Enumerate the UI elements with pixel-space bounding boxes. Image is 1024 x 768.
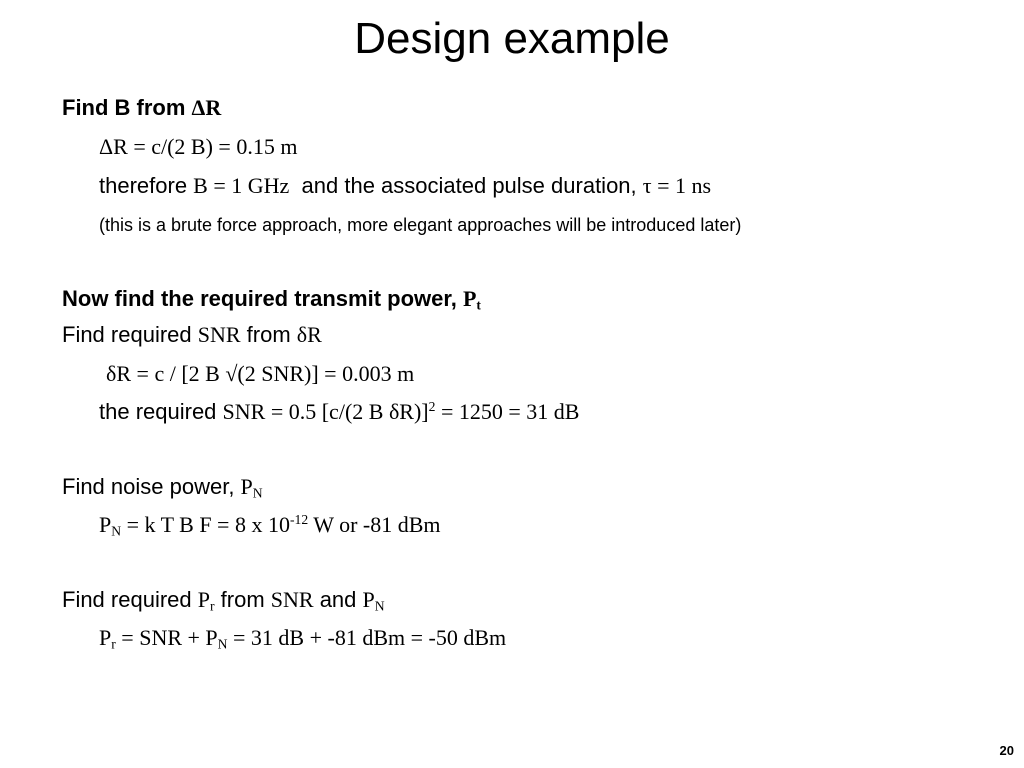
squared-superscript: 2 [428, 398, 436, 414]
from-text: from [240, 322, 297, 347]
the-required-text: the required [99, 399, 223, 424]
transmit-power-subscript: t [476, 297, 481, 313]
pulse-duration-text: and the associated pulse duration, [289, 173, 643, 198]
bandwidth-result-line: therefore B = 1 GHz and the associated p… [99, 172, 711, 200]
therefore-text: therefore [99, 173, 194, 198]
section2-heading-text: Now find the required transmit power, [62, 286, 463, 311]
noise-power-subscript: N [252, 485, 263, 501]
brute-force-note: (this is a brute force approach, more el… [99, 215, 742, 235]
snr-symbol-2: SNR [270, 587, 314, 612]
received-power-result: = 31 dB + -81 dBm = -50 dBm [227, 625, 507, 650]
snr-equation: SNR = 0.5 [c/(2 B δR)] [222, 399, 429, 424]
from-text-2: from [214, 587, 271, 612]
find-required-pr-text: Find required [62, 587, 198, 612]
delta-r-equation: δR = c / [2 B √(2 SNR)] = 0.003 m [106, 361, 415, 386]
find-required-text: Find required [62, 322, 198, 347]
noise-power-result: W or -81 dBm [308, 512, 441, 537]
section1-heading-text: Find B from [62, 95, 192, 120]
section1-heading: Find B from ΔR [62, 94, 221, 122]
received-power-equation: Pr = SNR + PN = 31 dB + -81 dBm = -50 dB… [99, 624, 506, 652]
required-snr-line: the required SNR = 0.5 [c/(2 B δR)]2 = 1… [99, 398, 579, 426]
noise-power-equation: PN = k T B F = 8 x 10-12 W or -81 dBm [99, 511, 441, 539]
exponent-superscript: -12 [289, 511, 309, 527]
section4-heading: Find required Pr from SNR and PN [62, 586, 385, 614]
page-number: 20 [999, 743, 1014, 758]
noise-power-symbol: P [240, 474, 253, 499]
noise-power-subscript-2: N [374, 598, 385, 614]
noise-subscript-in-eq: N [217, 636, 228, 652]
pulse-duration-value: τ = 1 ns [642, 173, 712, 198]
received-power-eq-subscript: r [111, 636, 116, 652]
find-noise-power-text: Find noise power, [62, 474, 241, 499]
noise-power-formula: = k T B F = 8 x 10 [121, 512, 290, 537]
section2-heading: Now find the required transmit power, Pt [62, 285, 481, 313]
noise-power-eq-subscript: N [111, 523, 122, 539]
find-snr-line: Find required SNR from δR [62, 321, 322, 349]
received-power-formula: = SNR + P [115, 625, 218, 650]
snr-result: = 1250 = 31 dB [435, 399, 580, 424]
noise-power-eq-symbol: P [99, 512, 112, 537]
range-resolution-equation: ΔR = c/(2 B) = 0.15 m [99, 134, 298, 159]
received-power-subscript: r [210, 598, 215, 614]
section3-heading: Find noise power, PN [62, 473, 263, 501]
snr-symbol: SNR [197, 322, 241, 347]
delta-r-symbol: δR [296, 322, 322, 347]
received-power-symbol: P [197, 587, 210, 612]
transmit-power-symbol: P [462, 286, 477, 311]
slide-title: Design example [354, 14, 670, 63]
section1-heading-math: ΔR [191, 95, 222, 120]
received-power-eq-symbol: P [99, 625, 112, 650]
noise-power-symbol-2: P [362, 587, 375, 612]
bandwidth-value: B = 1 GHz [193, 173, 290, 198]
and-text: and [313, 587, 363, 612]
